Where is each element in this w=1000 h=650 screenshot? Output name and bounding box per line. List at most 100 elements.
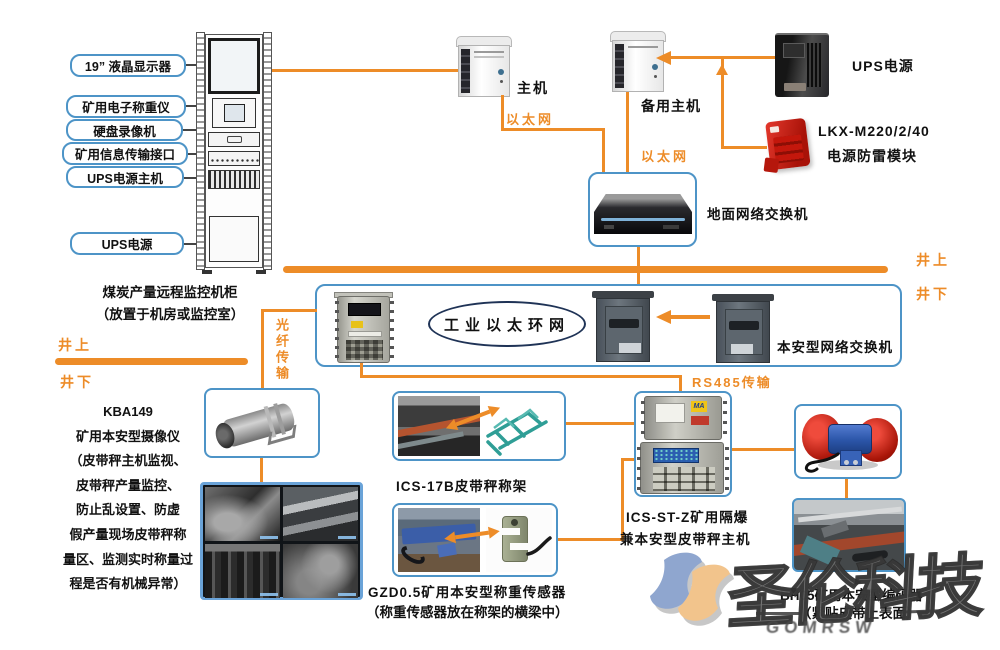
rs485-line-h bbox=[360, 375, 682, 378]
tower-bays bbox=[461, 49, 470, 93]
kba-line: 假产量现场皮带秤称 bbox=[69, 526, 187, 542]
switch-sticker bbox=[731, 344, 753, 354]
boundary-left-down-label: 井下 bbox=[60, 374, 94, 390]
lkx-slot bbox=[769, 126, 780, 134]
kba-line: KBA149 bbox=[103, 404, 153, 419]
rack-label-monitor: 19” 液晶显示器 bbox=[70, 54, 186, 77]
cctv-timestamp bbox=[338, 593, 356, 596]
rs485-line-v2 bbox=[679, 375, 682, 392]
load-cell-eye bbox=[511, 519, 518, 526]
rack-label-weigher: 矿用电子称重仪 bbox=[66, 95, 186, 118]
callout-line bbox=[186, 105, 202, 107]
ring-switch-b-cap bbox=[712, 294, 774, 301]
cctv-view-1 bbox=[205, 487, 280, 541]
link-lkx bbox=[721, 146, 767, 149]
boundary-top-down-label: 井下 bbox=[916, 286, 950, 302]
power-arrow-up-icon bbox=[716, 64, 728, 75]
ups-tower-graphic bbox=[775, 33, 829, 97]
weighing-host-label-line1: ICS-ST-Z矿用隔爆 bbox=[626, 510, 749, 525]
rack-label-ups: UPS电源 bbox=[70, 232, 184, 255]
backup-computer-graphic bbox=[610, 31, 666, 92]
encoder-cable bbox=[804, 452, 840, 473]
watermark-underline bbox=[756, 612, 802, 615]
host-label: 主机 bbox=[517, 80, 549, 96]
link-encoder-photo bbox=[845, 479, 848, 499]
load-cell-graphic bbox=[486, 508, 552, 572]
rack-foot bbox=[256, 270, 266, 274]
kba149-description: KBA149 矿用本安型摄像仪 （皮带秤主机监视、 皮带秤产量监控、 防止乱设置… bbox=[30, 400, 226, 597]
arrowhead bbox=[487, 525, 501, 539]
load-cell-notch bbox=[510, 543, 534, 550]
substation-bolts bbox=[335, 301, 339, 359]
rs485-line-v1 bbox=[360, 363, 363, 378]
led-icon bbox=[654, 75, 657, 78]
rack-caption-line1: 煤炭产量远程监控机柜 bbox=[102, 285, 238, 300]
rack-foot bbox=[202, 270, 212, 274]
callout-line bbox=[183, 129, 202, 131]
belt-scale-photo bbox=[398, 396, 480, 456]
kba-line: 皮带秤产量监控、 bbox=[75, 477, 180, 493]
switch-sticker bbox=[619, 343, 641, 353]
link-sensor-v bbox=[621, 458, 624, 541]
tower-bays bbox=[615, 44, 624, 88]
dvr-slot bbox=[227, 136, 242, 143]
switch-stripe bbox=[600, 218, 686, 221]
rack-caption-line2: （放置于机房或监控室） bbox=[95, 307, 245, 322]
arrowhead bbox=[443, 531, 457, 545]
industrial-ring-ellipse: 工业以太环网 bbox=[428, 301, 586, 347]
weighing-host-graphic bbox=[637, 442, 729, 494]
substation-screen bbox=[348, 303, 381, 316]
ma-certification-badge: MA bbox=[691, 401, 707, 412]
rs485-label: RS485传输 bbox=[692, 375, 772, 390]
substation-graphic bbox=[335, 296, 394, 363]
photo-cable bbox=[398, 542, 428, 568]
cctv-view-3 bbox=[205, 544, 280, 598]
photo-rail bbox=[798, 506, 902, 523]
boundary-top-up-label: 井上 bbox=[916, 252, 950, 268]
junction-box-graphic: MA bbox=[641, 396, 727, 440]
substation-keypad bbox=[346, 340, 383, 360]
rack-weigher bbox=[212, 98, 256, 128]
fiber-line-h bbox=[261, 309, 317, 312]
ethernet-label-2: 以太网 bbox=[641, 149, 690, 164]
fiber-label: 光纤传输 bbox=[274, 318, 289, 382]
fiber-line-v bbox=[261, 309, 264, 389]
junction-bolts bbox=[641, 401, 645, 437]
link-sensor-h bbox=[558, 538, 624, 541]
junction-red-tag bbox=[691, 416, 709, 425]
callout-line bbox=[184, 243, 202, 245]
link-lkx-up bbox=[721, 56, 724, 149]
switch-port bbox=[603, 225, 614, 230]
host-keypad bbox=[653, 467, 715, 491]
host-screen bbox=[653, 448, 699, 463]
rack-dvr bbox=[208, 132, 260, 147]
belt-scale-label: ICS-17B皮带秤称架 bbox=[396, 479, 528, 494]
tower-slot bbox=[474, 56, 504, 58]
link-host-down bbox=[501, 95, 504, 131]
rack-rail-right bbox=[263, 32, 272, 270]
backup-host-label: 备用主机 bbox=[641, 98, 701, 114]
ups-panel bbox=[783, 43, 805, 58]
rack-interface bbox=[208, 151, 260, 166]
link-camera-monitor bbox=[260, 458, 263, 483]
callout-line bbox=[184, 177, 202, 179]
encoder-install-photo bbox=[792, 498, 906, 572]
ring-arrow-left-icon bbox=[656, 310, 671, 324]
weighing-host-label-line2: 兼本安型皮带秤主机 bbox=[620, 532, 751, 547]
load-cell-notch bbox=[496, 528, 520, 535]
lkx-flange bbox=[763, 157, 780, 173]
substation-sticker bbox=[348, 331, 382, 337]
rack-rail-left bbox=[196, 32, 205, 270]
junction-sticker bbox=[655, 403, 685, 423]
tower-slot bbox=[474, 51, 504, 53]
rack-ups-box bbox=[209, 216, 259, 262]
rack-label-ups-host: UPS电源主机 bbox=[66, 166, 184, 188]
rack-ups-host bbox=[208, 170, 260, 189]
host-computer-graphic bbox=[456, 36, 512, 97]
industrial-ring-label: 工业以太环网 bbox=[443, 316, 570, 334]
boundary-trunk-line bbox=[283, 266, 888, 273]
link-host-switch-drop bbox=[602, 128, 605, 174]
lkx-surge-module-graphic bbox=[759, 113, 818, 177]
link-backup-switch bbox=[626, 92, 629, 174]
